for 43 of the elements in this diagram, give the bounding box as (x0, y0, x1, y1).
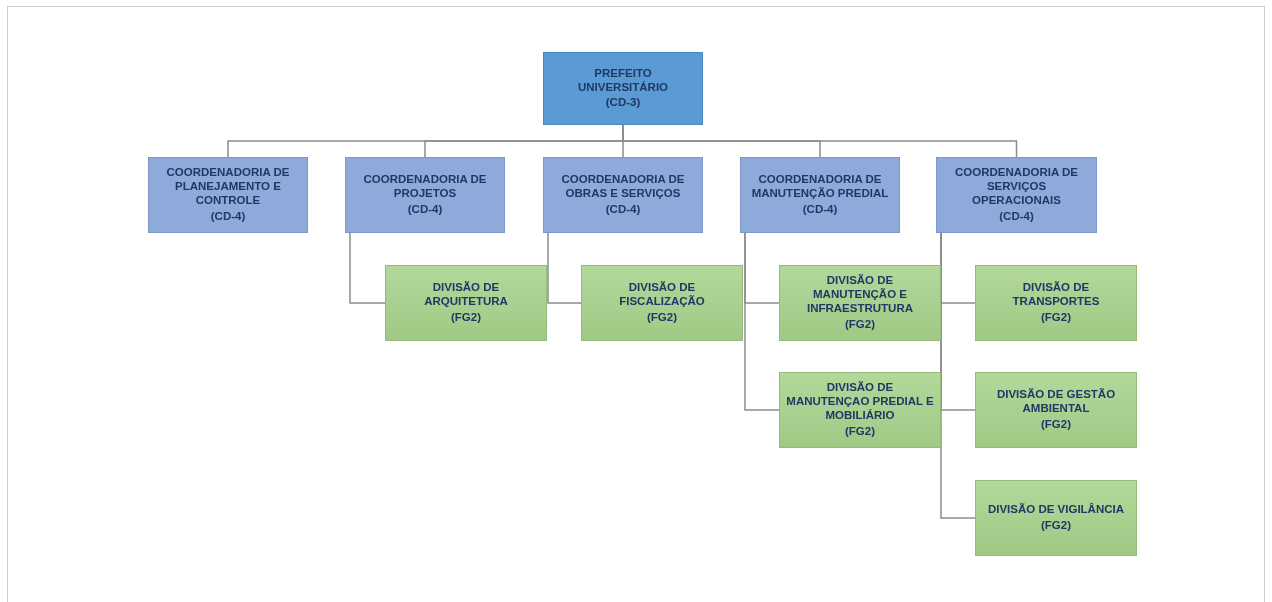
unit-name: DIVISÃO DE MANUTENÇÃO E INFRAESTRUTURA (805, 274, 915, 316)
division-box (385, 265, 547, 341)
connector-line (940, 232, 976, 519)
position-code: (CD-4) (999, 209, 1034, 224)
position-code: (FG2) (1041, 417, 1071, 432)
unit-name: DIVISÃO DE GESTÃO AMBIENTAL (995, 388, 1117, 416)
department-box (543, 157, 703, 233)
unit-name: DIVISÃO DE TRANSPORTES (1011, 281, 1101, 309)
position-code: (CD-4) (210, 209, 246, 224)
department-box (148, 157, 308, 233)
position-code: (CD-4) (802, 202, 838, 217)
division-box (779, 372, 941, 448)
division-box (975, 480, 1137, 556)
position-code: (FG2) (451, 310, 481, 325)
department-box (740, 157, 900, 233)
department-box (936, 157, 1097, 233)
unit-name: DIVISÃO DE FISCALIZAÇÃO (618, 281, 706, 309)
unit-name: COORDENADORIA DE PROJETOS (362, 173, 488, 201)
position-code: (CD-4) (605, 202, 641, 217)
position-code: (FG2) (1041, 519, 1071, 533)
position-code: (FG2) (845, 424, 875, 439)
unit-name: DIVISÃO DE VIGILÂNCIA (987, 503, 1125, 517)
unit-name: PREFEITO UNIVERSITÁRIO (576, 66, 670, 95)
position-code: (CD-3) (605, 96, 641, 111)
unit-name: COORDENADORIA DE MANUTENÇÃO PREDIAL (750, 173, 890, 201)
connector-line (349, 232, 386, 304)
position-code: (FG2) (1041, 310, 1071, 325)
unit-name: COORDENADORIA DE OBRAS E SERVIÇOS (560, 173, 686, 201)
head-box (543, 52, 703, 125)
unit-name: COORDENADORIA DE SERVIÇOS OPERACIONAIS (954, 166, 1079, 208)
position-code: (CD-4) (407, 202, 443, 217)
connector-line (744, 232, 780, 411)
position-code: (FG2) (845, 317, 875, 332)
unit-name: DIVISÃO DE MANUTENÇAO PREDIAL E MOBILIÁRIO (786, 381, 934, 423)
unit-name: DIVISÃO DE ARQUITETURA (423, 281, 509, 309)
division-box (779, 265, 941, 341)
position-code: (FG2) (647, 310, 677, 325)
unit-name: COORDENADORIA DE PLANEJAMENTO E CONTROLE (165, 166, 291, 208)
division-box (581, 265, 743, 341)
division-box (975, 265, 1137, 341)
department-box (345, 157, 505, 233)
connector-line (547, 232, 582, 304)
division-box (975, 372, 1137, 448)
